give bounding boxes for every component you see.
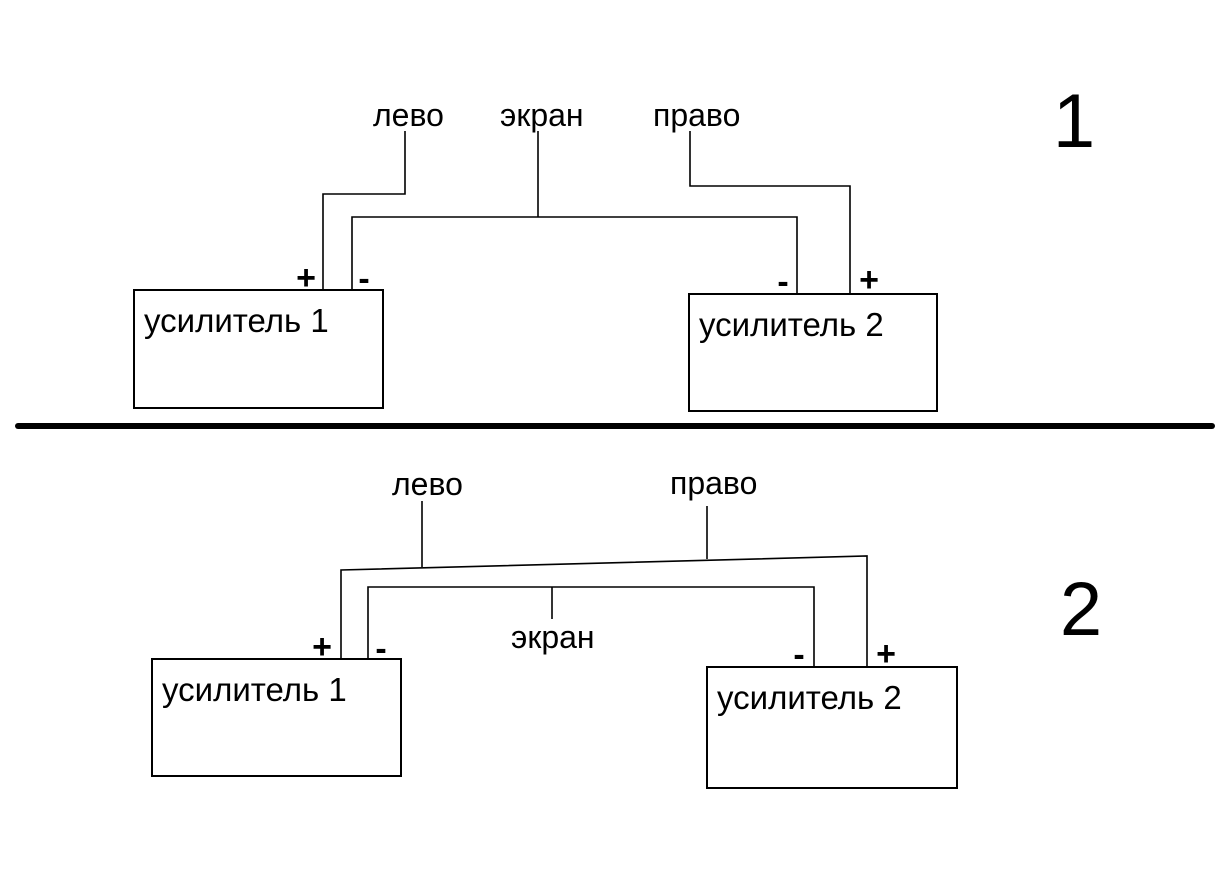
d2-amp2-plus-terminal: + [876, 635, 896, 673]
d2-amp1-minus-terminal: - [375, 630, 387, 668]
d1-diagram-number: 1 [1052, 79, 1096, 164]
d1-left-wire-label: лево [373, 97, 444, 133]
d1-shield-run-wire [351, 216, 798, 294]
d2-shield-run-wire [367, 586, 815, 667]
d1-amplifier-2-label: усилитель 2 [699, 306, 884, 343]
d1-amplifier-2-box: усилитель 2 [688, 293, 938, 412]
d2-amplifier-2-box: усилитель 2 [706, 666, 958, 789]
d2-left-wire-label: лево [392, 466, 463, 502]
d2-amplifier-2-label: усилитель 2 [717, 679, 902, 716]
d1-amplifier-1-box: усилитель 1 [133, 289, 384, 409]
d1-right-wire-label: право [653, 97, 741, 133]
d2-signal-run-wire [340, 555, 868, 667]
d1-amplifier-1-label: усилитель 1 [144, 302, 329, 339]
d2-diagram-number: 2 [1059, 567, 1103, 652]
d2-amplifier-1-label: усилитель 1 [162, 671, 347, 708]
d1-amp2-minus-terminal: - [777, 263, 789, 301]
d1-shield-wire-label: экран [500, 97, 584, 133]
d1-amp1-minus-terminal: - [358, 260, 370, 298]
d2-shield-wire-label: экран [511, 619, 595, 655]
d1-amp1-plus-terminal: + [296, 259, 316, 297]
d1-left-channel-wire [322, 131, 406, 290]
d1-amp2-plus-terminal: + [859, 261, 879, 299]
d1-right-channel-wire [689, 131, 851, 294]
d2-right-wire-label: право [670, 465, 758, 501]
d2-amp2-minus-terminal: - [793, 636, 805, 674]
d2-amp1-plus-terminal: + [312, 628, 332, 666]
section-divider [15, 423, 1215, 429]
d2-amplifier-1-box: усилитель 1 [151, 658, 402, 777]
